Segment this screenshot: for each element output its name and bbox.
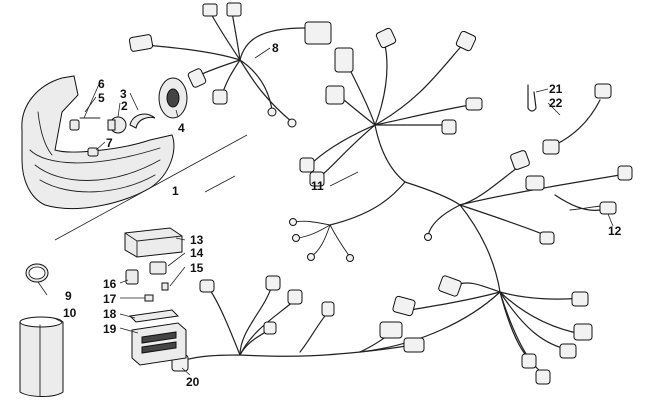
upper-harness (128, 2, 332, 128)
callout-22: 22 (549, 96, 563, 110)
callout-14: 14 (190, 246, 204, 260)
central-harness (289, 27, 633, 293)
callout-8: 8 (272, 41, 279, 55)
headlight-assembly (21, 75, 248, 241)
callout-13: 13 (190, 233, 204, 247)
callout-17: 17 (103, 292, 117, 306)
callout-5: 5 (98, 91, 105, 105)
callout-21: 21 (549, 82, 563, 96)
callout-labels: 6 5 3 2 4 7 1 8 11 12 13 14 15 16 17 18 … (63, 41, 622, 389)
callout-12: 12 (608, 224, 622, 238)
callout-2: 2 (121, 99, 128, 113)
callout-9: 9 (65, 289, 72, 303)
callout-1: 1 (172, 184, 179, 198)
callout-19: 19 (103, 322, 117, 336)
callout-10: 10 (63, 306, 77, 320)
lower-harness (171, 275, 593, 385)
callout-20: 20 (186, 375, 200, 389)
callout-6: 6 (98, 77, 105, 91)
callout-7: 7 (106, 136, 113, 150)
callout-3: 3 (120, 87, 127, 101)
callout-11: 11 (311, 179, 324, 193)
auxiliary-harness (527, 83, 612, 155)
callout-16: 16 (103, 277, 117, 291)
callout-4: 4 (178, 121, 185, 135)
callout-18: 18 (103, 307, 117, 321)
ring-and-sleeve (19, 263, 64, 397)
callout-15: 15 (190, 261, 204, 275)
callout-leaders (37, 47, 614, 376)
fuse-box-parts (124, 227, 187, 366)
